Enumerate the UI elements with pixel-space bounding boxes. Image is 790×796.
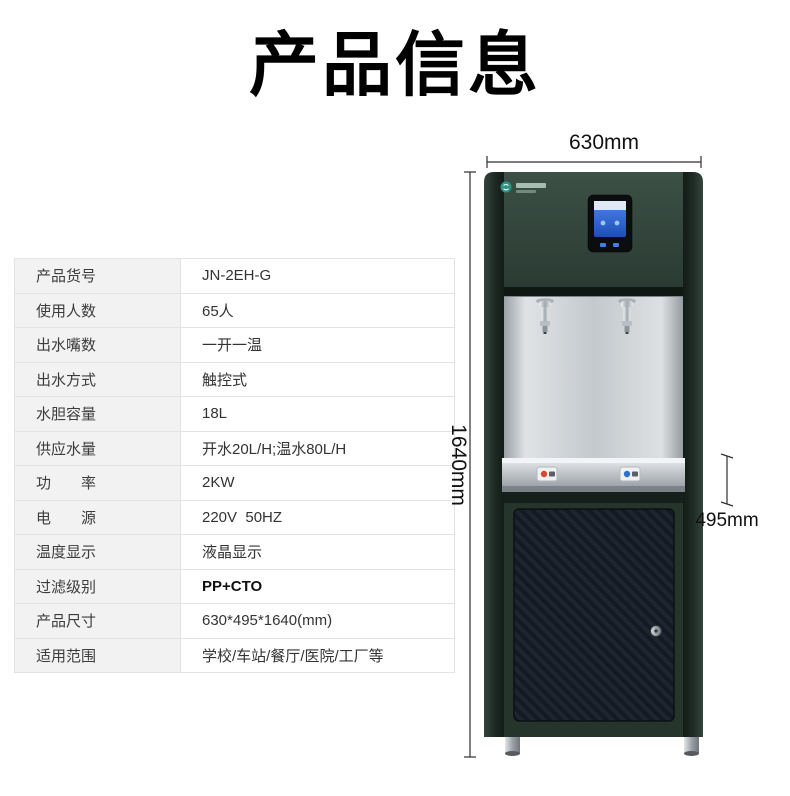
table-row: 产品尺寸 630*495*1640(mm)	[15, 604, 454, 639]
spec-value: 开水20L/H;温水80L/H	[181, 431, 454, 465]
faucet-right	[618, 298, 636, 334]
spec-value: 220V 50HZ	[181, 500, 454, 534]
screen-icon	[614, 220, 620, 226]
spec-value: 学校/车站/餐厅/医院/工厂等	[181, 638, 454, 672]
dim-depth-line	[720, 453, 734, 507]
page-title: 产品信息	[249, 26, 541, 104]
product-illustration: 630mm 1640mm 495mm	[440, 115, 790, 791]
under-tray-seam	[504, 492, 683, 503]
steel-panel	[504, 296, 683, 458]
table-row: 过滤级别 PP+CTO	[15, 569, 454, 604]
dim-depth-label: 495mm	[695, 510, 758, 531]
spec-value: 65人	[181, 293, 454, 327]
table-row: 水胆容量 18L	[15, 397, 454, 432]
warm-button	[619, 466, 641, 482]
spec-value: 18L	[181, 397, 454, 431]
spec-value: 630*495*1640(mm)	[181, 604, 454, 638]
table-row: 产品货号 JN-2EH-G	[15, 259, 454, 294]
spec-value: 2KW	[181, 466, 454, 500]
spec-label: 供应水量	[15, 431, 181, 465]
spec-label: 水胆容量	[15, 397, 181, 431]
spec-value: 液晶显示	[181, 535, 454, 569]
cabinet-door	[513, 508, 675, 722]
table-row: 出水方式 触控式	[15, 362, 454, 397]
display-screen	[587, 194, 633, 253]
spec-label: 温度显示	[15, 535, 181, 569]
table-row: 出水嘴数 一开一温	[15, 328, 454, 363]
dim-width-label: 630mm	[569, 131, 639, 154]
spec-label: 产品尺寸	[15, 604, 181, 638]
water-dispenser	[484, 172, 703, 756]
warm-icon	[623, 470, 631, 478]
display-button	[600, 243, 606, 247]
panel-seam	[504, 287, 683, 296]
hot-icon	[540, 470, 548, 478]
spec-label: 出水方式	[15, 362, 181, 396]
brand-logo	[500, 181, 546, 193]
dispenser-svg: 630mm 1640mm 495mm	[447, 131, 759, 758]
spec-table: 产品货号 JN-2EH-G 使用人数 65人 出水嘴数 一开一温 出水方式 触控…	[14, 258, 455, 673]
table-row: 使用人数 65人	[15, 293, 454, 328]
drip-tray	[502, 458, 685, 492]
spec-label: 产品货号	[15, 259, 181, 293]
faucet-left	[536, 298, 554, 334]
spec-label: 适用范围	[15, 638, 181, 672]
dim-height-label: 1640mm	[447, 424, 470, 506]
spec-value: 一开一温	[181, 328, 454, 362]
spec-label: 功 率	[15, 466, 181, 500]
hot-button	[536, 466, 558, 482]
spec-value: 触控式	[181, 362, 454, 396]
dim-height-line	[464, 171, 476, 758]
right-pillar	[683, 172, 703, 737]
table-row: 适用范围 学校/车站/餐厅/医院/工厂等	[15, 638, 454, 673]
door-lock	[650, 625, 662, 637]
spec-label: 使用人数	[15, 293, 181, 327]
screen-icon	[600, 220, 606, 226]
table-row: 供应水量 开水20L/H;温水80L/H	[15, 431, 454, 466]
spec-label: 过滤级别	[15, 569, 181, 603]
table-row: 电 源 220V 50HZ	[15, 500, 454, 535]
spec-label: 出水嘴数	[15, 328, 181, 362]
left-pillar	[484, 172, 504, 737]
spec-value: PP+CTO	[181, 569, 454, 603]
spec-label: 电 源	[15, 500, 181, 534]
feet	[505, 737, 699, 756]
display-button	[613, 243, 619, 247]
spec-value: JN-2EH-G	[181, 259, 454, 293]
dim-width-line	[486, 156, 702, 168]
table-row: 功 率 2KW	[15, 466, 454, 501]
table-row: 温度显示 液晶显示	[15, 535, 454, 570]
